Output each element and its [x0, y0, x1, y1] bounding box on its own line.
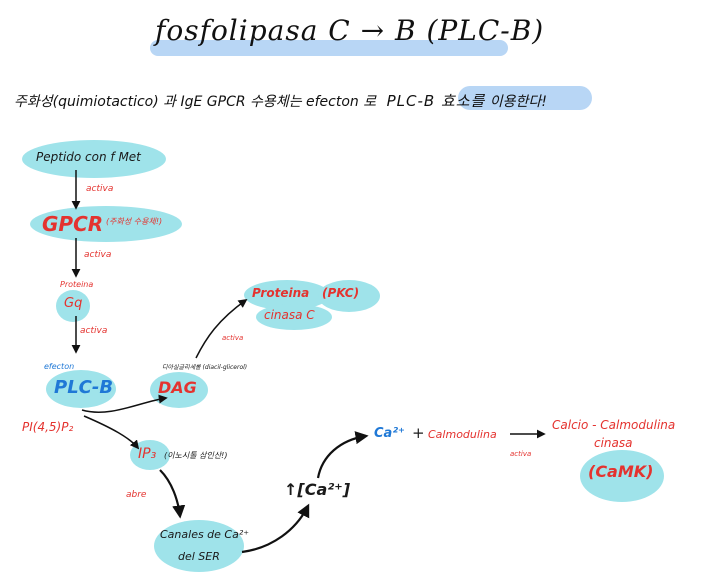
- edge-ip3-canales: [159, 469, 186, 519]
- node-ip3-note: (이노시톨 삼인산!): [164, 451, 228, 460]
- node-camk-2: cinasa: [594, 436, 633, 450]
- gpcr-blob: [30, 206, 182, 242]
- node-gpcr: GPCR: [42, 212, 104, 236]
- pkc-blob-2: [318, 280, 380, 312]
- page-title: fosfolipasa C → B (PLC-B): [155, 14, 545, 47]
- gq-blob: [56, 290, 90, 322]
- subtitle-highlight-text: PLC-B 효소를: [386, 92, 486, 110]
- node-gpcr-note: (주화성 수용체!): [106, 217, 163, 226]
- edge-ca-increase-ca: [316, 431, 369, 479]
- node-camk-1: Calcio - Calmodulina: [552, 418, 676, 432]
- node-pkc-1: Proteina: [252, 286, 310, 300]
- pkc-blob-3: [256, 304, 332, 330]
- node-dag: DAG: [158, 378, 197, 397]
- node-peptido: Peptido con f Met: [36, 150, 141, 164]
- edge-label-abre: abre: [126, 490, 147, 500]
- node-calmodulina: Calmodulina: [428, 428, 497, 441]
- node-plc-label: efecton: [44, 362, 75, 371]
- canales-blob: [154, 520, 244, 572]
- subtitle: 주화성(quimiotactico) 과 IgE GPCR 수용체는 efect…: [14, 90, 547, 111]
- node-gq: Gq: [64, 296, 83, 311]
- edge-pip2-ip3: [83, 415, 140, 450]
- edge-label-activa-dag: activa: [222, 334, 244, 342]
- title-underline: [150, 40, 508, 56]
- node-gq-label: Proteina: [60, 280, 94, 289]
- node-camk-3: (CaMK): [588, 462, 654, 481]
- peptido-blob: [22, 140, 166, 178]
- node-dag-label: 디아실글리세롤 (diacil-glicerol): [162, 364, 248, 371]
- node-canales-1: Canales de Ca²⁺: [160, 528, 250, 541]
- plc-blob: [46, 370, 116, 408]
- node-ip3: IP₃: [138, 446, 157, 462]
- edge-label-activa-cam: activa: [510, 450, 532, 458]
- node-plus: +: [412, 424, 425, 442]
- camk-blob: [580, 450, 664, 502]
- subtitle-prefix: 주화성(quimiotactico) 과 IgE GPCR 수용체는 efect…: [14, 94, 377, 110]
- edge-label-activa-2: activa: [84, 250, 112, 260]
- node-plc: PLC-B: [54, 377, 114, 398]
- edge-label-activa-1: activa: [86, 184, 114, 194]
- node-pip2: PI(4,5)P₂: [22, 420, 74, 434]
- edge-dag-pkc: [195, 298, 248, 359]
- node-ca: Ca²⁺: [374, 426, 405, 441]
- node-pkc-3: cinasa C: [264, 308, 315, 322]
- node-pkc-2: (PKC): [322, 286, 360, 300]
- node-canales-2: del SER: [178, 550, 220, 563]
- edge-pip2-dag: [81, 394, 168, 413]
- subtitle-suffix: 이용한다!: [489, 94, 547, 110]
- node-ca-increase: ↑[Ca²⁺]: [284, 480, 351, 499]
- edge-canales-ca: [241, 503, 310, 554]
- subtitle-highlight: [458, 86, 592, 110]
- edge-label-activa-3: activa: [80, 326, 108, 336]
